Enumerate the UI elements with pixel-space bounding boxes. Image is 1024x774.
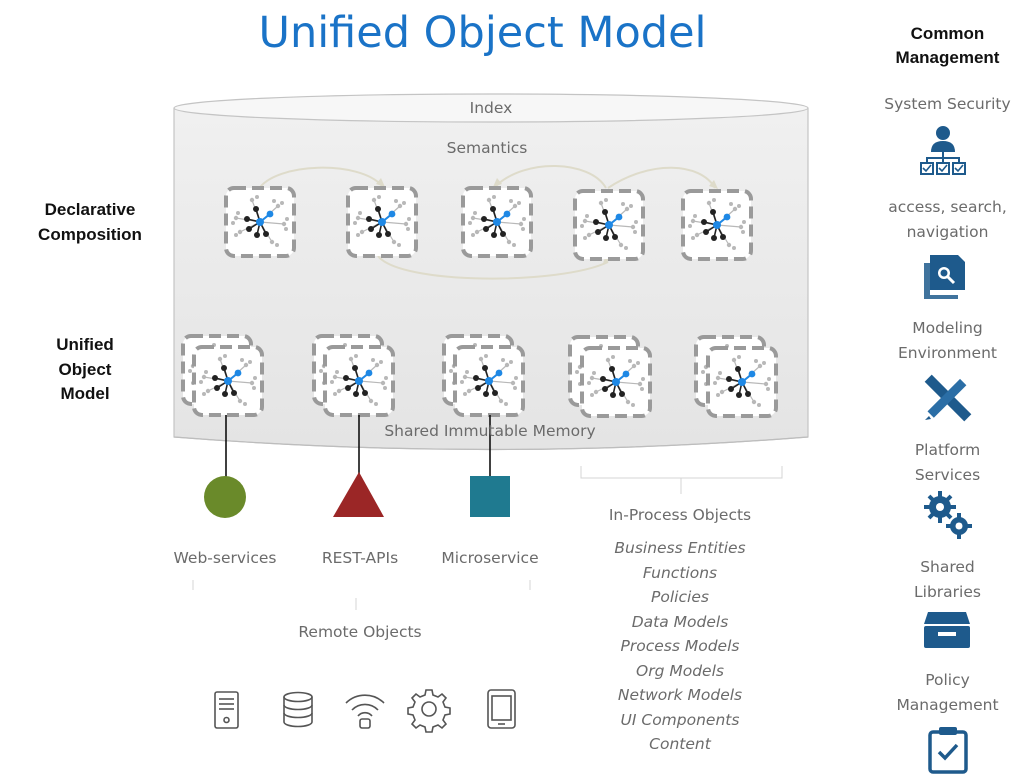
index-label: Index (469, 99, 513, 117)
label-line: Composition (38, 224, 142, 244)
list-item: UI Components (620, 710, 740, 729)
database-icon (283, 691, 313, 728)
label-line: Policy (925, 671, 970, 689)
rest-apis-label: REST-APIs (321, 549, 399, 567)
search-document-icon (924, 255, 965, 299)
settings-gear-icon (407, 689, 451, 733)
label-line: access, search, (888, 198, 1007, 216)
management-title: Common Management (875, 22, 1020, 70)
unified-object-model-label: Unified Object Model (30, 333, 140, 407)
remote-objects-label: Remote Objects (298, 623, 422, 641)
server-icon (214, 691, 239, 729)
label-line: Shared (920, 558, 975, 576)
label-line: Environment (898, 343, 997, 362)
label-line: Platform (914, 441, 981, 459)
list-item: Content (649, 735, 711, 753)
label-line: Services (914, 465, 981, 484)
label-line: Object (58, 359, 112, 379)
label-line: Libraries (914, 582, 981, 601)
page-title: Unified Object Model (258, 8, 707, 58)
label-line: Declarative (44, 200, 136, 219)
platform-services-label: Platform Services (875, 438, 1020, 487)
semantics-label: Semantics (446, 139, 528, 157)
list-item: Data Models (631, 612, 729, 631)
management-title-line2: Management (895, 48, 1000, 67)
list-item: Process Models (620, 637, 740, 655)
access-search-label: access, search, navigation (875, 195, 1020, 244)
clipboard-check-icon (928, 727, 968, 774)
system-security-label: System Security (875, 92, 1020, 117)
shared-memory-label: Shared Immutable Memory (384, 422, 596, 440)
modeling-environment-label: Modeling Environment (875, 316, 1020, 365)
label-line: System Security (884, 95, 1011, 113)
management-title-line1: Common (910, 24, 985, 43)
list-item: Functions (642, 563, 718, 582)
label-line: Management (896, 695, 999, 714)
in-process-objects-list: Business Entities Functions Policies Dat… (580, 536, 780, 757)
wifi-icon (345, 694, 385, 729)
gears-icon (924, 491, 972, 539)
file-drawer-icon (924, 612, 970, 648)
microservice-label: Microservice (441, 549, 539, 567)
tablet-icon (487, 689, 516, 729)
ruler-pencil-icon (924, 374, 972, 422)
shared-libraries-label: Shared Libraries (875, 555, 1020, 604)
web-services-label: Web-services (173, 549, 277, 567)
list-item: Business Entities (614, 539, 746, 557)
list-item: Policies (651, 588, 709, 606)
policy-management-label: Policy Management (875, 668, 1020, 717)
label-line: Unified (56, 335, 114, 354)
user-hierarchy-icon (920, 126, 966, 175)
label-line: navigation (906, 222, 989, 241)
declarative-composition-label: Declarative Composition (20, 198, 160, 247)
label-line: Modeling (912, 319, 983, 337)
list-item: Org Models (636, 661, 724, 680)
list-item: Network Models (617, 686, 743, 704)
label-line: Model (60, 384, 110, 403)
in-process-objects-label: In-Process Objects (608, 506, 752, 524)
